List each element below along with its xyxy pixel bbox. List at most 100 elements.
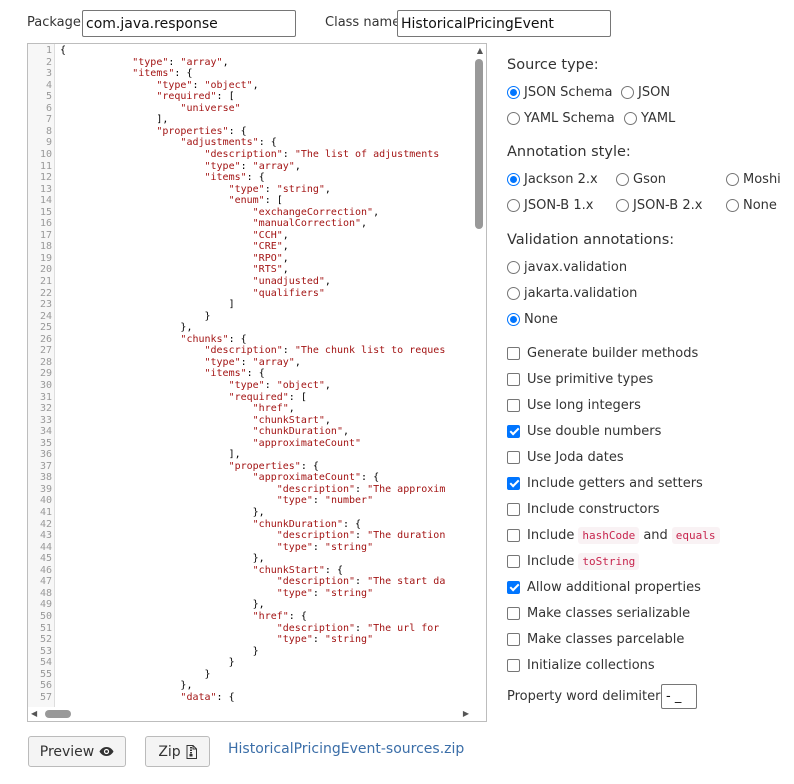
option-checkbox-row[interactable]: Make classes serializable (507, 603, 690, 623)
code-punct: : (312, 634, 325, 646)
line-number: 22 (39, 287, 52, 299)
checkbox[interactable] (507, 450, 520, 464)
radio-jackson[interactable] (507, 172, 520, 186)
radio-jsonb1[interactable] (507, 198, 520, 212)
code-line: "type": "string", (60, 184, 331, 196)
delimiters-input[interactable] (661, 684, 697, 709)
radio-moshi[interactable] (726, 172, 739, 186)
code-indent (60, 334, 180, 345)
checkbox-label: Include getters and setters (527, 475, 703, 491)
vertical-scrollbar[interactable]: ▲ (472, 44, 486, 707)
line-number: 10 (39, 148, 52, 160)
scroll-right-icon[interactable]: ▶ (462, 709, 469, 718)
line-number: 37 (39, 460, 52, 472)
code-string: "required" (156, 91, 217, 103)
vertical-scroll-thumb[interactable] (475, 59, 483, 229)
code-indent (60, 692, 180, 703)
radio-jsonb2[interactable] (616, 198, 629, 212)
code-indent (60, 484, 277, 495)
option-checkbox-row[interactable]: Allow additional properties (507, 577, 701, 597)
validation-javax-option[interactable]: javax.validation (507, 257, 627, 277)
code-indent (60, 103, 180, 114)
package-input[interactable] (82, 10, 296, 37)
checkbox[interactable] (507, 606, 520, 620)
code-chip: equals (671, 526, 720, 544)
code-line: "type": "array", (60, 161, 301, 173)
option-checkbox-row[interactable]: Generate builder methods (507, 343, 698, 363)
radio-javax[interactable] (507, 260, 520, 274)
radio-yaml[interactable] (624, 111, 637, 125)
option-checkbox-row[interactable]: Use Joda dates (507, 447, 624, 467)
annotation-jackson-option[interactable]: Jackson 2.x (507, 169, 598, 189)
checkbox[interactable] (507, 528, 520, 542)
code-punct: : { (216, 691, 235, 703)
source-yaml-schema-option[interactable]: YAML Schema (507, 108, 615, 128)
checkbox[interactable] (507, 424, 520, 438)
option-checkbox-row[interactable]: Use primitive types (507, 369, 653, 389)
annotation-jsonb1-option[interactable]: JSON-B 1.x (507, 195, 593, 215)
checkbox[interactable] (507, 502, 520, 516)
horizontal-scroll-thumb[interactable] (45, 710, 71, 718)
code-line: "href": { (60, 611, 307, 623)
validation-jakarta-option[interactable]: jakarta.validation (507, 283, 637, 303)
checkbox[interactable] (507, 554, 520, 568)
code-line: }, (60, 599, 265, 611)
checkbox[interactable] (507, 476, 520, 490)
code-punct: ] (228, 299, 235, 311)
code-indent (60, 264, 253, 275)
checkbox-label: Use double numbers (527, 423, 662, 439)
preview-button[interactable]: Preview (28, 736, 126, 767)
line-number: 56 (39, 680, 52, 692)
download-zip-link[interactable]: HistoricalPricingEvent-sources.zip (228, 741, 465, 757)
annotation-jsonb2-option[interactable]: JSON-B 2.x (616, 195, 702, 215)
radio-annotation-none[interactable] (726, 198, 739, 212)
class-name-input[interactable] (397, 10, 611, 37)
code-punct: }, (180, 680, 193, 692)
code-line: ] (60, 299, 235, 311)
checkbox[interactable] (507, 372, 520, 386)
annotation-moshi-option[interactable]: Moshi (726, 169, 781, 189)
horizontal-scrollbar[interactable]: ◀ ▶ (28, 707, 472, 721)
code-punct: : (168, 56, 181, 68)
validation-none-option[interactable]: None (507, 309, 558, 329)
source-json-option[interactable]: JSON (621, 82, 670, 102)
radio-jakarta[interactable] (507, 286, 520, 300)
checkbox[interactable] (507, 658, 520, 672)
code-indent: }, (60, 322, 192, 333)
option-checkbox-row[interactable]: Use double numbers (507, 421, 661, 441)
zip-button[interactable]: Zip (145, 736, 210, 767)
option-checkbox-row[interactable]: Initialize collections (507, 655, 655, 675)
radio-gson[interactable] (616, 172, 629, 186)
code-string: "type" (204, 160, 241, 172)
radio-json-schema[interactable] (507, 85, 520, 99)
checkbox[interactable] (507, 398, 520, 412)
annotation-none-option[interactable]: None (726, 195, 777, 215)
scroll-up-icon[interactable]: ▲ (476, 46, 483, 55)
code-punct: : (282, 148, 295, 160)
annotation-gson-option[interactable]: Gson (616, 169, 666, 189)
scroll-left-icon[interactable]: ◀ (31, 709, 38, 718)
radio-validation-none[interactable] (507, 312, 520, 326)
code-line: "universe" (60, 103, 240, 115)
option-checkbox-row[interactable]: Use long integers (507, 395, 641, 415)
source-json-schema-option[interactable]: JSON Schema (507, 82, 612, 102)
option-checkbox-row[interactable]: Include constructors (507, 499, 660, 519)
option-checkbox-row[interactable]: Make classes parcelable (507, 629, 684, 649)
option-checkbox-row[interactable]: Include getters and setters (507, 473, 703, 493)
source-yaml-option[interactable]: YAML (624, 108, 675, 128)
line-number: 7 (45, 114, 52, 126)
checkbox[interactable] (507, 632, 520, 646)
radio-json[interactable] (621, 85, 634, 99)
line-number: 42 (39, 518, 52, 530)
code-area[interactable]: { "type": "array", "items": { "type": "o… (55, 45, 472, 707)
checkbox[interactable] (507, 580, 520, 594)
line-number: 28 (39, 356, 52, 368)
code-line: "description": "The start da (60, 576, 446, 588)
checkbox[interactable] (507, 346, 520, 360)
radio-yaml-schema[interactable] (507, 111, 520, 125)
code-punct: , (373, 206, 380, 218)
code-punct: : { (300, 460, 319, 472)
